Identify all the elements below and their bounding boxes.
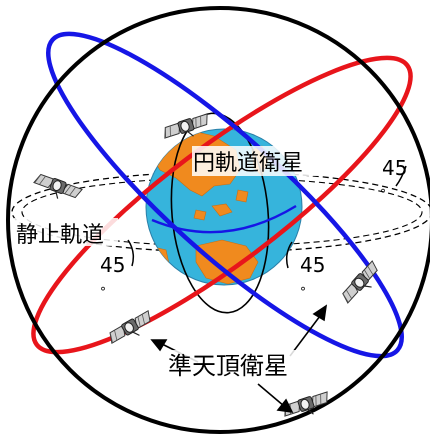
inclination-arc-left: [127, 239, 135, 267]
satellite-icon: [105, 309, 158, 350]
geostationary-label-bg: [14, 218, 118, 246]
outer-orbit-circle: [6, 6, 430, 434]
degree-symbol: °: [300, 285, 306, 299]
red-orbit: [31, 55, 413, 355]
degree-symbol: °: [380, 187, 386, 201]
quasi-zenith-label-bg: [164, 350, 298, 380]
inclination-value-right: 45: [300, 253, 325, 277]
inclination-value-right-top: 45: [382, 156, 407, 180]
degree-symbol: °: [100, 285, 106, 299]
earth-globe-icon: [145, 112, 303, 314]
inclination-value-left: 45: [100, 253, 125, 277]
quasi-zenith-satellite-label: 準天頂衛星: [168, 352, 288, 380]
inclination-arc-right: [285, 241, 293, 269]
circular-orbit-satellite-label: 円軌道衛星: [193, 151, 303, 176]
circular-orbit-label-bg: [192, 146, 336, 176]
satellite-icon: [30, 171, 84, 207]
geostationary-orbit-label: 静止軌道: [16, 223, 104, 248]
inclination-arc-right-top: [395, 165, 407, 187]
